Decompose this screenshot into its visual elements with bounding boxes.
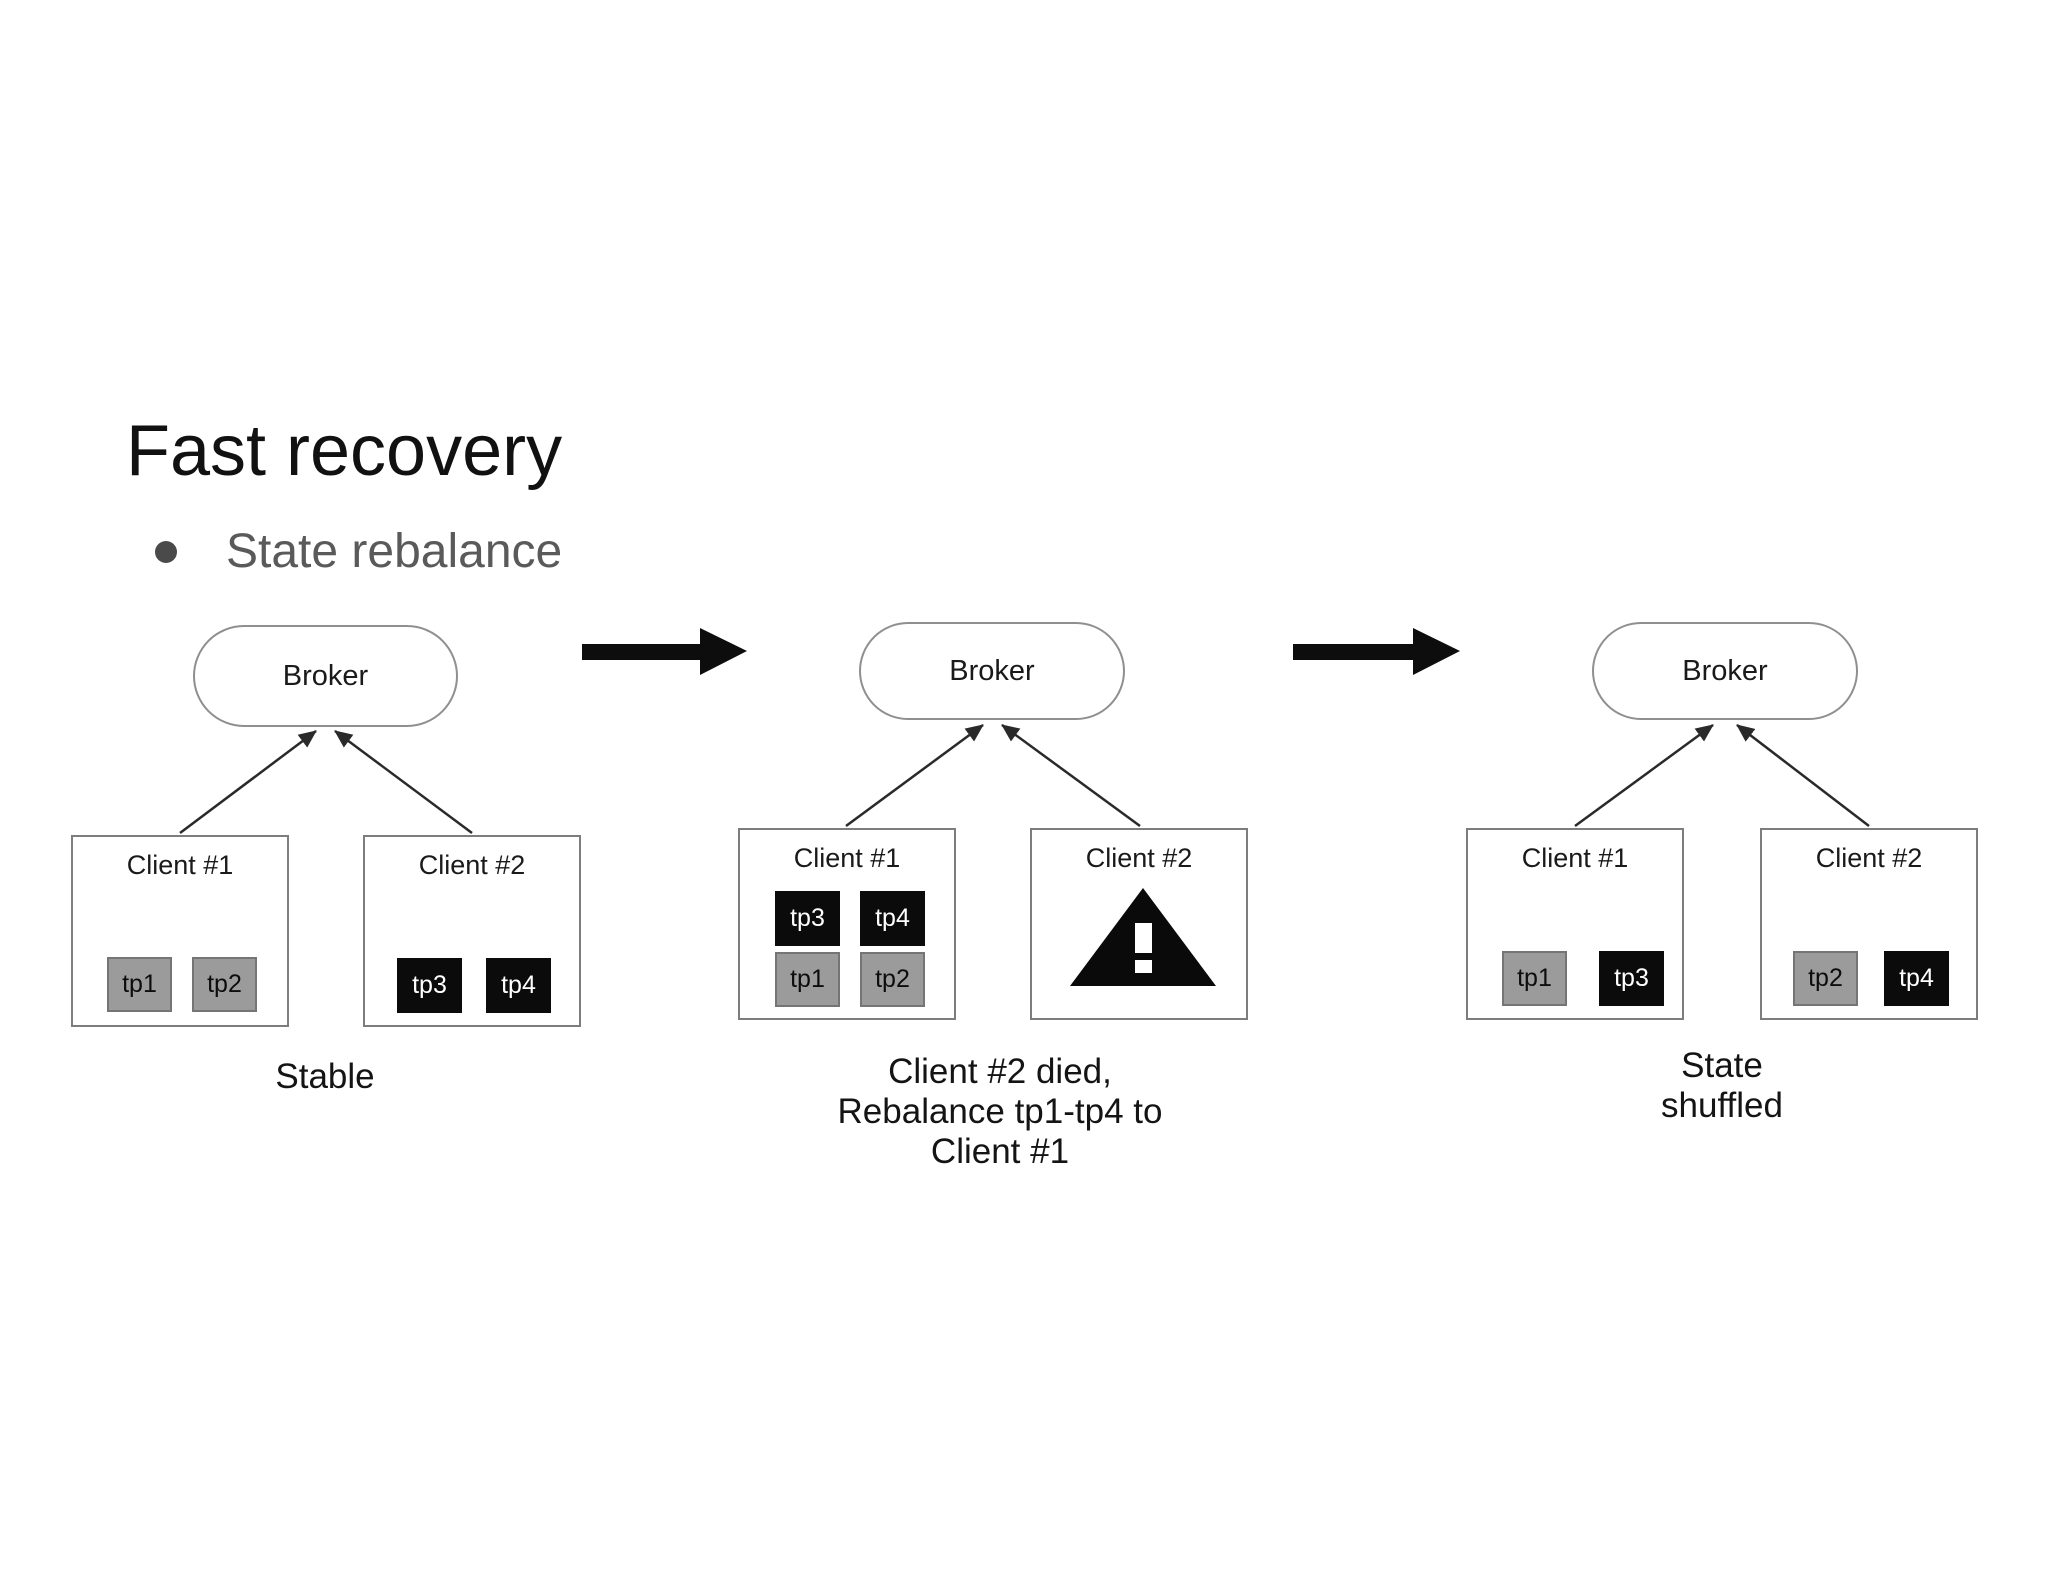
- partition-tp3: tp3: [397, 958, 462, 1013]
- connector-line: [334, 729, 473, 835]
- broker-label: Broker: [949, 654, 1035, 687]
- client-label: Client #1: [126, 850, 234, 880]
- client-2-box: Client #2 tp3 tp4: [363, 835, 581, 1027]
- partition-tp2: tp2: [192, 957, 257, 1012]
- partition-tp2: tp2: [1793, 951, 1858, 1006]
- warning-icon: [1070, 888, 1216, 986]
- partition-tp4: tp4: [1884, 951, 1949, 1006]
- client-label: Client #2: [1815, 843, 1923, 873]
- connector-line: [1001, 723, 1141, 828]
- bullet-label: State rebalance: [226, 525, 563, 578]
- broker-label: Broker: [282, 659, 369, 692]
- panel-caption: State shuffled: [1661, 1046, 1783, 1125]
- connector-line: [179, 730, 317, 834]
- partition-tp1: tp1: [107, 957, 172, 1012]
- partition-tp1: tp1: [775, 952, 840, 1007]
- panel-caption: Stable: [275, 1057, 375, 1096]
- partition-tp2: tp2: [860, 952, 925, 1007]
- panel-caption: Client #2 died, Rebalance tp1-tp4 to Cli…: [837, 1052, 1163, 1171]
- client-label: Client #1: [1521, 843, 1629, 873]
- connector-line: [1574, 723, 1714, 828]
- client-label: Client #1: [793, 843, 901, 873]
- page-title: Fast recovery: [126, 411, 563, 491]
- broker-label: Broker: [1682, 654, 1768, 687]
- broker-node: Broker: [193, 625, 458, 727]
- connector-line: [845, 723, 984, 828]
- partition-tp4: tp4: [486, 958, 551, 1013]
- client-1-box: Client #1 tp1 tp3: [1466, 828, 1684, 1020]
- partition-tp4: tp4: [860, 891, 925, 946]
- broker-node: Broker: [859, 622, 1125, 720]
- client-label: Client #2: [1085, 843, 1193, 873]
- bullet-dot-icon: [155, 541, 177, 563]
- partition-tp1: tp1: [1502, 951, 1567, 1006]
- client-1-box: Client #1 tp3 tp4 tp1 tp2: [738, 828, 956, 1020]
- connector-line: [1736, 724, 1870, 827]
- client-1-box: Client #1 tp1 tp2: [71, 835, 289, 1027]
- client-2-box: Client #2 tp2 tp4: [1760, 828, 1978, 1020]
- client-2-box: Client #2: [1030, 828, 1248, 1020]
- broker-node: Broker: [1592, 622, 1858, 720]
- partition-tp3: tp3: [775, 891, 840, 946]
- flow-arrow-right-icon: [582, 628, 747, 675]
- flow-arrow-right-icon: [1293, 628, 1460, 675]
- client-label: Client #2: [418, 850, 526, 880]
- partition-tp3: tp3: [1599, 951, 1664, 1006]
